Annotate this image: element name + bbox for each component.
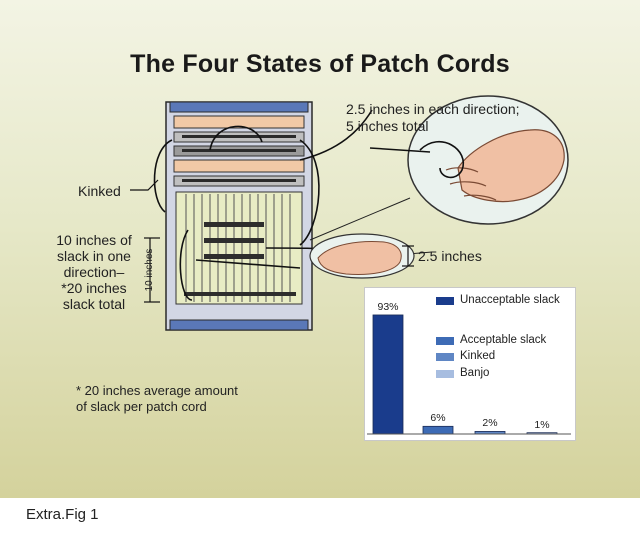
rack-bottom-bar [169,319,309,331]
hand-large [445,129,565,203]
bar-value-label: 2% [482,417,498,430]
bar-unacceptable [372,314,404,435]
footnote-line-2: of slack per patch cord [76,399,207,414]
caption-strip [0,498,640,543]
port-dots [182,135,296,182]
patch-cord-illustration [130,95,569,331]
figure-caption: Extra.Fig 1 [26,506,99,523]
callout-kinked: Kinked [78,183,121,199]
callout-top-right: 2.5 inches in each direction; 5 inches t… [346,101,520,135]
legend-swatch-unacceptable [436,297,454,305]
callout-slack-line-1: 10 inches of [56,232,132,248]
figure-title: The Four States of Patch Cords [130,50,510,78]
card-connectors [184,222,296,296]
callout-slack: 10 inches of slack in one direction– *20… [44,232,144,312]
bar-value-label: 6% [430,412,446,425]
bar-value-label: 93% [377,300,399,313]
card-slots [185,194,291,302]
legend-swatch-acceptable [436,337,454,345]
hand-small [317,241,402,275]
legend-label-unacceptable: Unacceptable slack [460,294,560,306]
legend-label-banjo: Banjo [460,367,490,379]
legend-swatch-banjo [436,370,454,378]
cord-loop-large [419,140,465,179]
dimension-label-10in: 10 inches [144,248,155,292]
cord-line-large [369,147,431,153]
dimension-2-5in [402,245,414,267]
dimension-10in [144,237,160,303]
legend-label-kinked: Kinked [460,350,496,362]
callout-slack-line-5: slack total [62,296,126,312]
dimension-label-2-5in: 2.5 inches [418,248,482,264]
bar-value-label: 1% [534,418,550,431]
legend-label-acceptable: Acceptable slack [460,334,547,346]
legend-swatch-kinked [436,353,454,361]
bar-chart [367,314,571,435]
chart-area [364,287,576,441]
kinked-pointer [130,179,159,191]
callout-top-right-line-2: 5 inches total [346,118,429,134]
patch-cords [153,109,373,301]
bar-acceptable [422,425,454,435]
rack-top-bar [169,101,309,113]
callout-slack-line-3: direction– [63,264,125,280]
callout-slack-line-4: *20 inches [61,280,127,296]
callout-slack-line-2: slack in one [57,248,131,264]
footnote-line-1: * 20 inches average amount [76,383,238,398]
footnote: * 20 inches average amount of slack per … [76,383,238,415]
callout-top-right-line-1: 2.5 inches in each direction; [346,101,520,117]
